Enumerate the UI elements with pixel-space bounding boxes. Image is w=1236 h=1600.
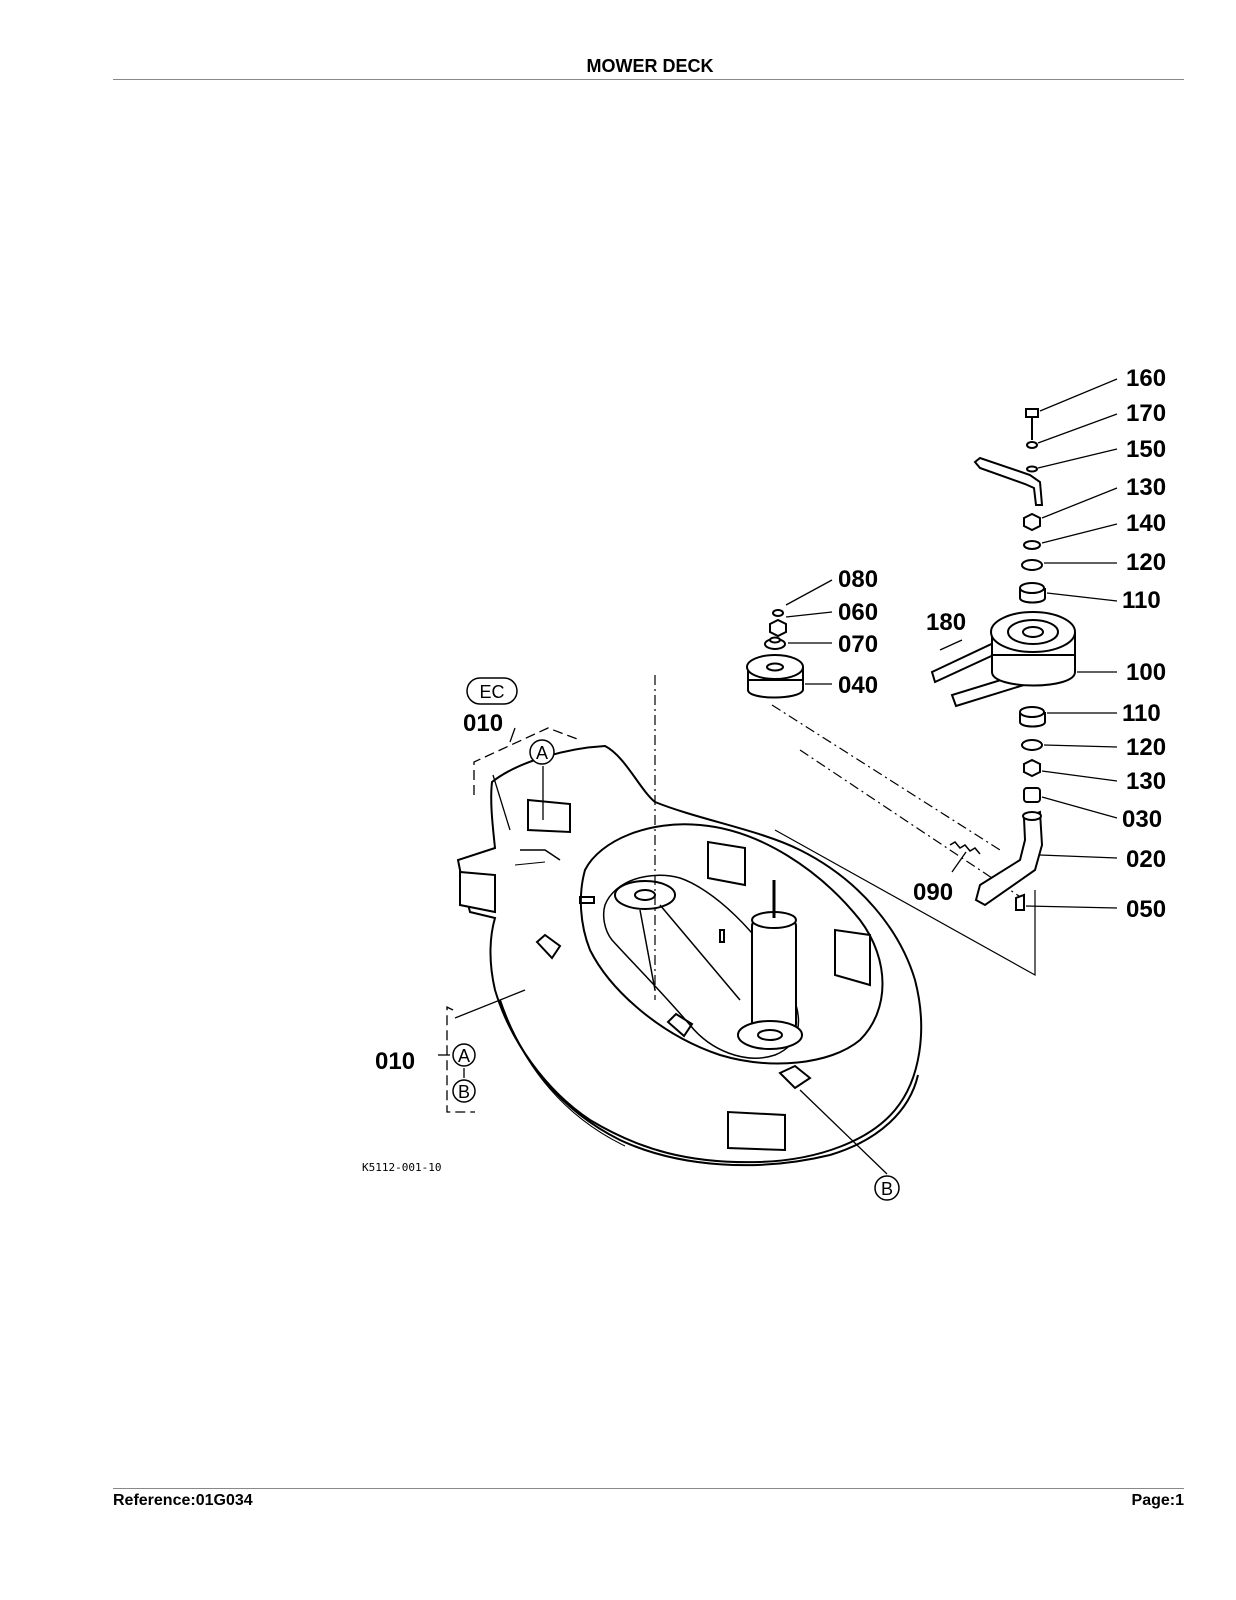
part-label-030: 030 bbox=[1122, 806, 1162, 833]
page-title: MOWER DECK bbox=[586, 56, 714, 76]
part-label-160: 160 bbox=[1126, 365, 1166, 392]
part-label-010-top: 010 bbox=[463, 710, 503, 737]
callout-texts: EC A A B B bbox=[458, 682, 893, 1199]
part-label-010-left: 010 bbox=[375, 1048, 415, 1075]
leader-lines bbox=[438, 378, 1118, 1175]
part-labels: 160 170 150 130 140 120 110 180 100 110 … bbox=[375, 365, 1166, 1075]
part-label-120-bottom: 120 bbox=[1126, 734, 1166, 761]
footer-divider bbox=[113, 1488, 1184, 1489]
part-label-120-top: 120 bbox=[1126, 549, 1166, 576]
ec-callout: EC bbox=[479, 682, 504, 702]
header-divider bbox=[113, 79, 1184, 80]
part-label-020: 020 bbox=[1126, 846, 1166, 873]
part-label-150: 150 bbox=[1126, 436, 1166, 463]
part-label-130-top: 130 bbox=[1126, 474, 1166, 501]
deck-body bbox=[456, 744, 923, 1167]
callout-circles bbox=[452, 677, 900, 1201]
idler-pulley-assembly bbox=[746, 609, 804, 699]
callout-b-bottom: B bbox=[881, 1179, 893, 1199]
callout-b-bottom-circle bbox=[874, 1175, 900, 1201]
figure-code: K5112-001-10 bbox=[362, 1161, 441, 1174]
center-lines bbox=[654, 675, 1026, 1000]
part-label-060: 060 bbox=[838, 599, 878, 626]
part-label-070: 070 bbox=[838, 631, 878, 658]
footer-page-number: Page:1 bbox=[1131, 1492, 1184, 1509]
part-label-100: 100 bbox=[1126, 659, 1166, 686]
guide-lines bbox=[774, 829, 1036, 977]
part-label-110-top: 110 bbox=[1122, 587, 1161, 614]
part-label-170: 170 bbox=[1126, 400, 1166, 427]
ec-callout-outline bbox=[466, 677, 518, 705]
part-label-110-bottom: 110 bbox=[1122, 700, 1161, 727]
tension-pulley-assembly bbox=[930, 408, 1076, 911]
part-label-050: 050 bbox=[1126, 896, 1166, 923]
part-label-040: 040 bbox=[838, 672, 878, 699]
part-label-140: 140 bbox=[1126, 510, 1166, 537]
part-label-180: 180 bbox=[926, 609, 966, 636]
part-label-090: 090 bbox=[913, 879, 953, 906]
callout-b-left: B bbox=[458, 1082, 470, 1102]
callout-a-left: A bbox=[458, 1046, 470, 1066]
callout-a-top-circle bbox=[529, 739, 555, 765]
part-label-130-bottom: 130 bbox=[1126, 768, 1166, 795]
callout-b-left-circle bbox=[452, 1079, 476, 1103]
callout-a-left-circle bbox=[452, 1043, 476, 1067]
footer-reference: Reference:01G034 bbox=[113, 1492, 253, 1509]
callout-a-top: A bbox=[536, 743, 548, 763]
part-label-080: 080 bbox=[838, 566, 878, 593]
